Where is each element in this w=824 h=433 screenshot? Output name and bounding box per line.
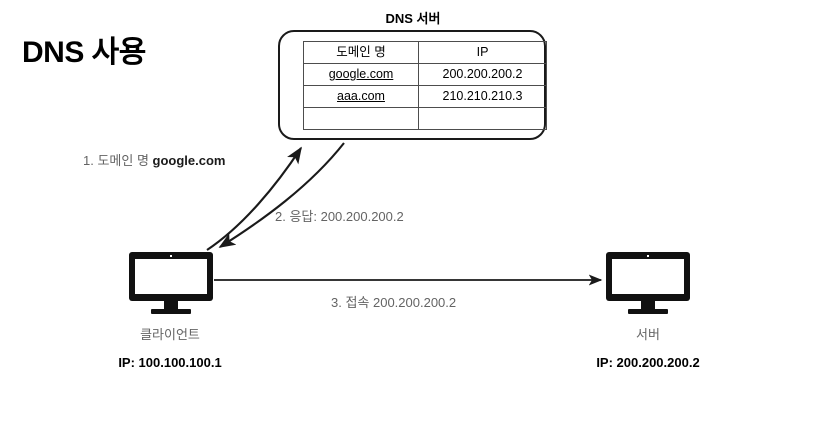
webcam-dot (170, 254, 172, 257)
cell-ip (418, 107, 547, 130)
webcam-dot (647, 254, 649, 257)
step-3-label: 3. 접속 200.200.200.2 (331, 295, 457, 310)
cell-domain: google.com (303, 63, 419, 86)
dns-server-title: DNS 서버 (385, 11, 441, 26)
table-header-row: 도메인 명 IP (303, 41, 547, 64)
step-2-label: 2. 응답: 200.200.200.2 (275, 209, 404, 224)
client-ip-label: IP: 100.100.100.1 (118, 355, 222, 370)
monitor-stand-neck (164, 301, 178, 309)
monitor-stand-base (628, 309, 668, 314)
dns-record-table: 도메인 명 IP google.com 200.200.200.2 aaa.co… (303, 41, 547, 130)
column-header-domain: 도메인 명 (303, 41, 419, 64)
arrow-dns-to-client (218, 142, 345, 248)
table-row: google.com 200.200.200.2 (303, 63, 547, 86)
server-ip-label: IP: 200.200.200.2 (596, 355, 700, 370)
step-1-label: 1. 도메인 명 google.com (83, 150, 225, 169)
monitor-screen (612, 259, 684, 294)
monitor-stand-base (151, 309, 191, 314)
page-title: DNS 사용 (22, 36, 146, 69)
monitor-screen (135, 259, 207, 294)
cell-domain: aaa.com (303, 85, 419, 108)
monitor-stand-neck (641, 301, 655, 309)
column-header-ip: IP (418, 41, 547, 64)
step-1-text: 1. 도메인 명 (83, 153, 153, 168)
table-row: aaa.com 210.210.210.3 (303, 85, 547, 108)
step-1-emphasis: google.com (152, 153, 226, 168)
client-label: 클라이언트 (140, 327, 200, 342)
cell-ip: 200.200.200.2 (418, 63, 547, 86)
cell-domain (303, 107, 419, 130)
client-monitor-icon (129, 252, 213, 314)
table-row-empty (303, 107, 547, 130)
server-label: 서버 (636, 327, 660, 342)
cell-ip: 210.210.210.3 (418, 85, 547, 108)
server-monitor-icon (606, 252, 690, 314)
